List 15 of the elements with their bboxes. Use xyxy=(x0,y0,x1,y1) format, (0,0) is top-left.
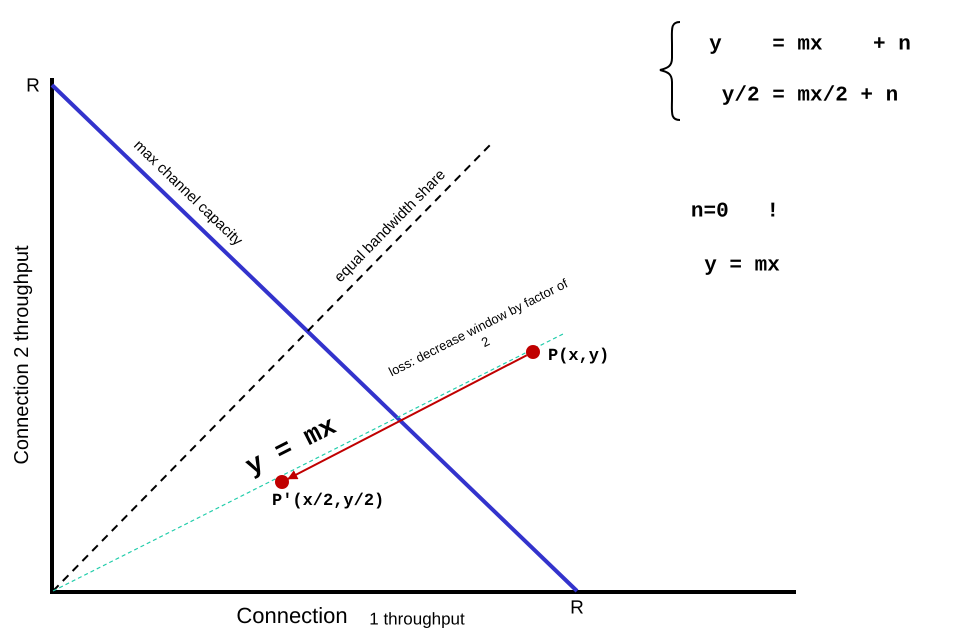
axis-tick-label: R xyxy=(26,76,40,96)
point-label: P'(x/2,y/2) xyxy=(272,493,384,510)
equation: y/2 = mx/2 + n xyxy=(722,86,898,106)
axis-tick-label: R xyxy=(570,598,584,618)
arrow xyxy=(287,354,528,480)
equation: y = mx xyxy=(704,256,780,276)
equation: n=0 ! xyxy=(690,202,780,222)
equation: y = mx + n xyxy=(709,34,911,56)
data-point xyxy=(526,345,540,359)
axis-title: 1 throughput xyxy=(369,610,465,628)
axis-title: Connection 2 throughput xyxy=(12,245,32,465)
data-point xyxy=(275,475,289,489)
line-equation: y = mx xyxy=(242,414,342,482)
axis-title: Connection xyxy=(236,605,348,627)
point-label: P(x,y) xyxy=(548,348,610,365)
